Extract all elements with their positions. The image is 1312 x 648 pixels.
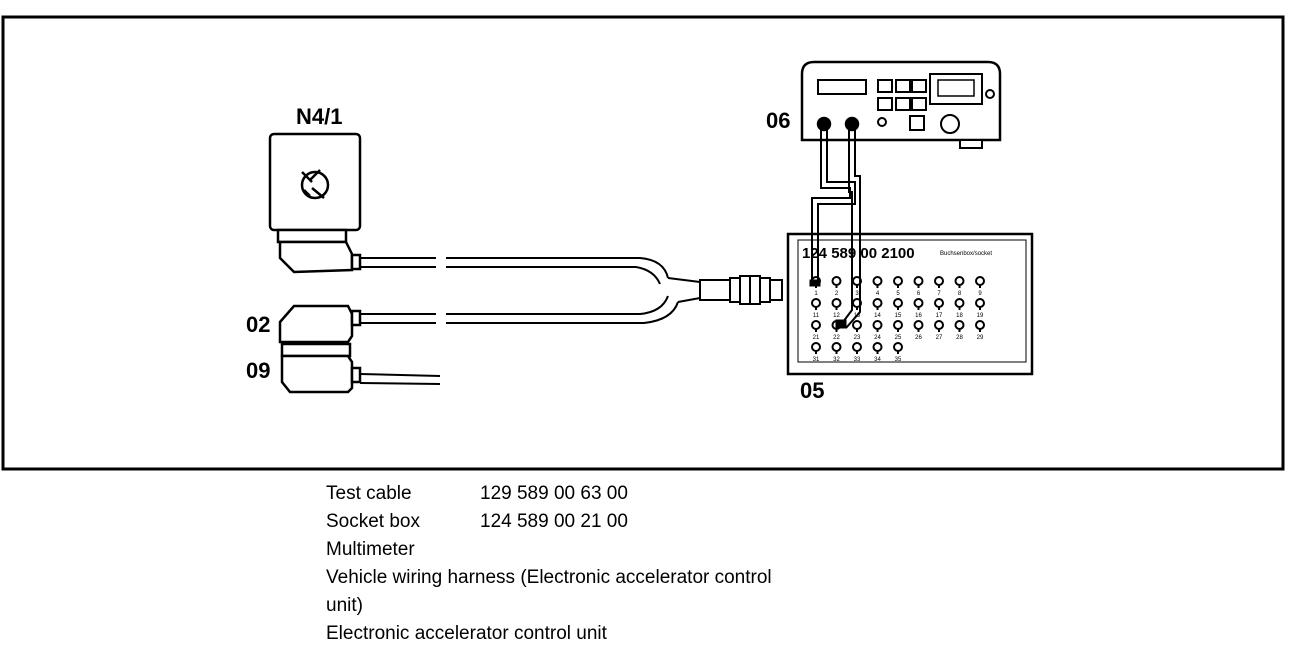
callout-05: 05: [800, 378, 824, 403]
legend-value: 124 589 00 21 00: [480, 511, 628, 532]
socket-pin-26: [913, 320, 924, 330]
socket-pin-label: 18: [956, 313, 963, 319]
socket-pin-23: [852, 320, 862, 330]
socket-pin-label: 16: [915, 313, 922, 319]
socket-pin-34: [872, 342, 883, 352]
socket-pin-6: [913, 276, 924, 286]
socket-pin-label: 28: [956, 335, 963, 341]
socket-pin-17: [934, 298, 944, 308]
socket-pin-16: [913, 298, 924, 308]
socket-pin-label: 11: [813, 313, 820, 319]
socket-pin-27: [934, 320, 944, 330]
socket-pin-31: [811, 342, 821, 352]
socket-pin-label: 33: [854, 357, 861, 363]
socket-pin-label: 15: [895, 313, 902, 319]
socket-pin-label: 2: [835, 291, 839, 297]
connector-02: [278, 304, 362, 344]
control-unit-connector: [276, 228, 362, 274]
legend-value: 129 589 00 63 00: [480, 483, 628, 504]
socket-pin-label: 34: [874, 357, 881, 363]
legend-label: Vehicle wiring harness (Electronic accel…: [326, 567, 772, 616]
legend-item-test-cable: Test cable 129 589 00 63 00: [326, 480, 846, 508]
socket-pin-label: 17: [936, 313, 943, 319]
legend-label: Electronic accelerator control unit: [326, 623, 607, 644]
socket-pin-2: [831, 276, 842, 286]
socket-pin-25: [893, 320, 903, 330]
socket-pin-label: 35: [895, 357, 902, 363]
socket-pin-32: [831, 342, 842, 352]
socket-pin-label: 4: [876, 291, 880, 297]
control-unit-n4-1: [268, 132, 362, 232]
socket-pin-label: 27: [936, 335, 943, 341]
socket-pin-28: [954, 320, 965, 330]
socket-pin-11: [811, 298, 821, 308]
legend-item-control-unit: Electronic accelerator control unit: [326, 620, 846, 648]
legend-label: Test cable: [326, 483, 412, 504]
socket-pin-label: 23: [854, 335, 861, 341]
socket-pin-12: [831, 298, 842, 308]
socket-pin-33: [852, 342, 862, 352]
connector-09: [280, 342, 362, 394]
socket-pin-label: 21: [813, 335, 820, 341]
socket-pin-15: [893, 298, 903, 308]
callout-02: 02: [246, 312, 270, 337]
transistor-symbol-icon: [300, 169, 330, 200]
legend-item-socket-box: Socket box 124 589 00 21 00: [326, 508, 846, 536]
cable-09-stub: [359, 373, 441, 385]
socket-pin-label: 12: [833, 313, 840, 319]
socket-pin-5: [893, 276, 903, 286]
multimeter-06: [800, 60, 1002, 149]
socket-pin-label: 19: [977, 313, 984, 319]
callout-06: 06: [766, 108, 790, 133]
socket-box-number: 124 589 00 2100: [802, 245, 915, 262]
legend-item-multimeter: Multimeter: [326, 536, 846, 564]
diagram-frame: [1, 15, 1285, 471]
socket-pin-label: 25: [895, 335, 902, 341]
legend: Test cable 129 589 00 63 00 Socket box 1…: [326, 480, 846, 648]
harness-cable-upper-left: [360, 257, 436, 268]
socket-pin-4: [872, 276, 883, 286]
socket-pin-label: 32: [833, 357, 840, 363]
socket-pin-label: 8: [958, 291, 962, 297]
socket-pin-label: 5: [896, 291, 900, 297]
socket-box-subtitle: Buchsenbox/socket: [940, 251, 992, 257]
socket-pin-label: 6: [917, 291, 921, 297]
socket-pin-label: 22: [833, 335, 840, 341]
socket-pin-7: [934, 276, 944, 286]
socket-pin-35: [893, 342, 903, 352]
socket-pin-21: [811, 320, 821, 330]
socket-pin-label: 7: [937, 291, 941, 297]
socket-pin-24: [872, 320, 883, 330]
socket-pin-label: 1: [814, 291, 818, 297]
socket-pin-19: [975, 298, 985, 308]
socket-pin-14: [872, 298, 883, 308]
socket-pin-8: [954, 276, 965, 286]
socket-pin-label: 31: [813, 357, 820, 363]
socket-pin-label: 29: [977, 335, 984, 341]
test-cable-plug: [699, 275, 783, 305]
test-lead-plugs: [809, 279, 847, 329]
cable-02-stub: [360, 313, 436, 324]
test-cable-branch: [446, 257, 701, 324]
socket-pin-29: [975, 320, 985, 330]
legend-label: Multimeter: [326, 539, 415, 560]
socket-pin-18: [954, 298, 965, 308]
socket-pin-label: 24: [874, 335, 881, 341]
socket-pin-label: 3: [855, 291, 859, 297]
callout-n4-1: N4/1: [296, 104, 342, 129]
socket-pin-9: [975, 276, 985, 286]
socket-pin-label: 9: [978, 291, 982, 297]
callout-09: 09: [246, 358, 270, 383]
legend-label: Socket box: [326, 511, 420, 532]
socket-pin-label: 14: [874, 313, 881, 319]
socket-pin-label: 26: [915, 335, 922, 341]
test-leads: [811, 126, 861, 329]
legend-item-wiring-harness: Vehicle wiring harness (Electronic accel…: [326, 564, 846, 620]
